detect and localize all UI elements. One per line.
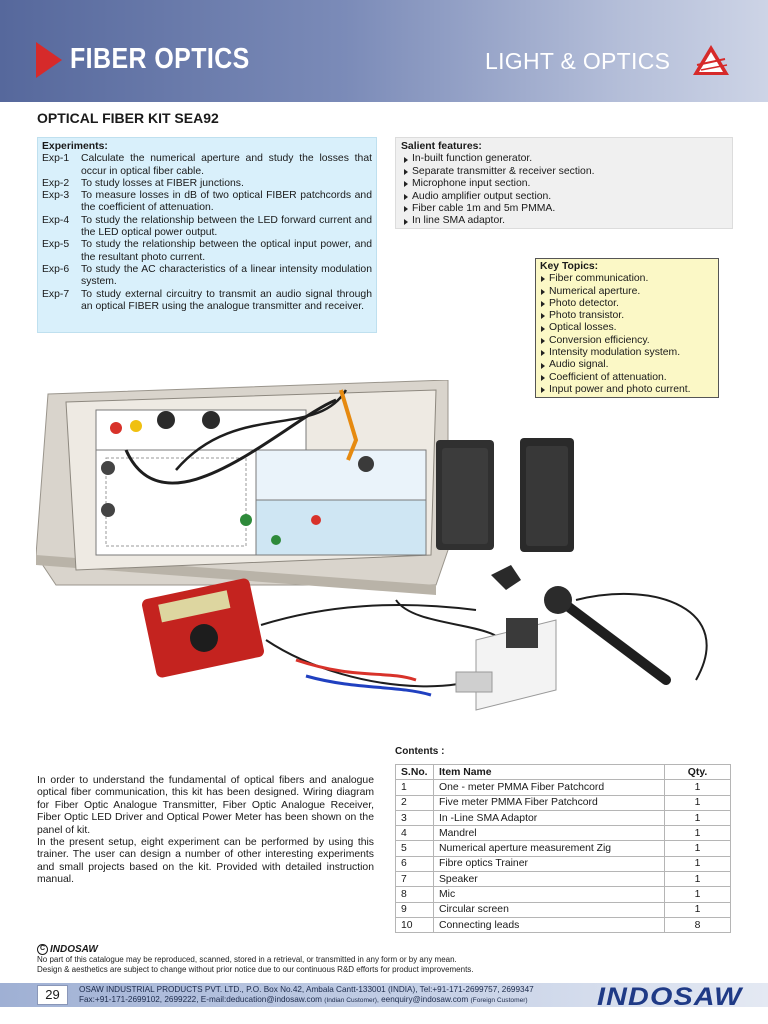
bullet-arrow-icon (404, 181, 408, 188)
key-topics-panel: Key Topics: Fiber communication. Numeric… (535, 258, 719, 398)
key-topic-item: Conversion efficiency. (540, 335, 714, 347)
contents-label: Contents : (395, 746, 445, 757)
bullet-arrow-icon (541, 288, 545, 295)
copyright-icon: C (37, 944, 48, 955)
email-link[interactable]: eenquiry@indosaw.com (381, 995, 469, 1004)
page-number: 29 (37, 985, 68, 1005)
intro-paragraph: In order to understand the fundamental o… (37, 775, 374, 836)
key-topic-item: Input power and photo current. (540, 384, 714, 396)
intro-text: In order to understand the fundamental o… (37, 775, 374, 887)
bullet-arrow-icon (404, 156, 408, 163)
feature-item: Microphone input section. (401, 178, 727, 190)
bullet-arrow-icon (541, 337, 545, 344)
brand-logo: INDOSAW (597, 983, 743, 1011)
bullet-arrow-icon (404, 206, 408, 213)
bullet-arrow-icon (541, 387, 545, 394)
col-item: Item Name (433, 763, 665, 781)
feature-item: In-built function generator. (401, 153, 727, 165)
key-topic-item: Photo transistor. (540, 310, 714, 322)
bullet-arrow-icon (541, 362, 545, 369)
copyright-brand: INDOSAW (50, 944, 98, 955)
page-footer (0, 983, 768, 1007)
key-topic-item: Coefficient of attenuation. (540, 372, 714, 384)
bullet-arrow-icon (541, 325, 545, 332)
bullet-arrow-icon (541, 313, 545, 320)
company-address: OSAW INDUSTRIAL PRODUCTS PVT. LTD., P.O.… (79, 985, 534, 1004)
page-header: FIBER OPTICS LIGHT & OPTICS (0, 0, 768, 102)
key-topic-item: Fiber communication. (540, 273, 714, 285)
key-topic-item: Audio signal. (540, 359, 714, 371)
features-heading: Salient features: (401, 141, 482, 152)
key-topic-item: Photo detector. (540, 298, 714, 310)
bullet-arrow-icon (541, 374, 545, 381)
feature-item: Separate transmitter & receiver section. (401, 166, 727, 178)
red-arrow-icon (36, 42, 62, 78)
intro-paragraph: In the present setup, eight experiment c… (37, 837, 374, 886)
product-photo (36, 380, 708, 711)
bullet-arrow-icon (541, 276, 545, 283)
key-topic-item: Numerical aperture. (540, 286, 714, 298)
copyright-mark: C INDOSAW (37, 944, 98, 955)
key-topic-item: Intensity modulation system. (540, 347, 714, 359)
page-title: FIBER OPTICS (70, 43, 250, 75)
section-title: LIGHT & OPTICS (485, 48, 671, 74)
bullet-arrow-icon (541, 350, 545, 357)
key-topic-item: Optical losses. (540, 322, 714, 334)
feature-item: In line SMA adaptor. (401, 215, 727, 227)
kit-title: OPTICAL FIBER KIT SEA92 (37, 110, 219, 126)
bullet-arrow-icon (541, 301, 545, 308)
key-topics-heading: Key Topics: (540, 261, 599, 272)
bullet-arrow-icon (404, 193, 408, 200)
disclaimer: No part of this catalogue may be reprodu… (37, 955, 474, 974)
bullet-arrow-icon (404, 169, 408, 176)
salient-features-panel: Salient features: In-built function gene… (395, 137, 733, 229)
feature-item: Fiber cable 1m and 5m PMMA. (401, 203, 727, 215)
prism-triangle-icon (693, 45, 729, 75)
bullet-arrow-icon (404, 218, 408, 225)
col-qty: Qty. (664, 763, 731, 781)
feature-item: Audio amplifier output section. (401, 191, 727, 203)
table-header-row: S.No. Item Name Qty. (395, 763, 731, 781)
col-sno: S.No. (395, 763, 434, 781)
experiments-heading: Experiments: (42, 141, 108, 152)
